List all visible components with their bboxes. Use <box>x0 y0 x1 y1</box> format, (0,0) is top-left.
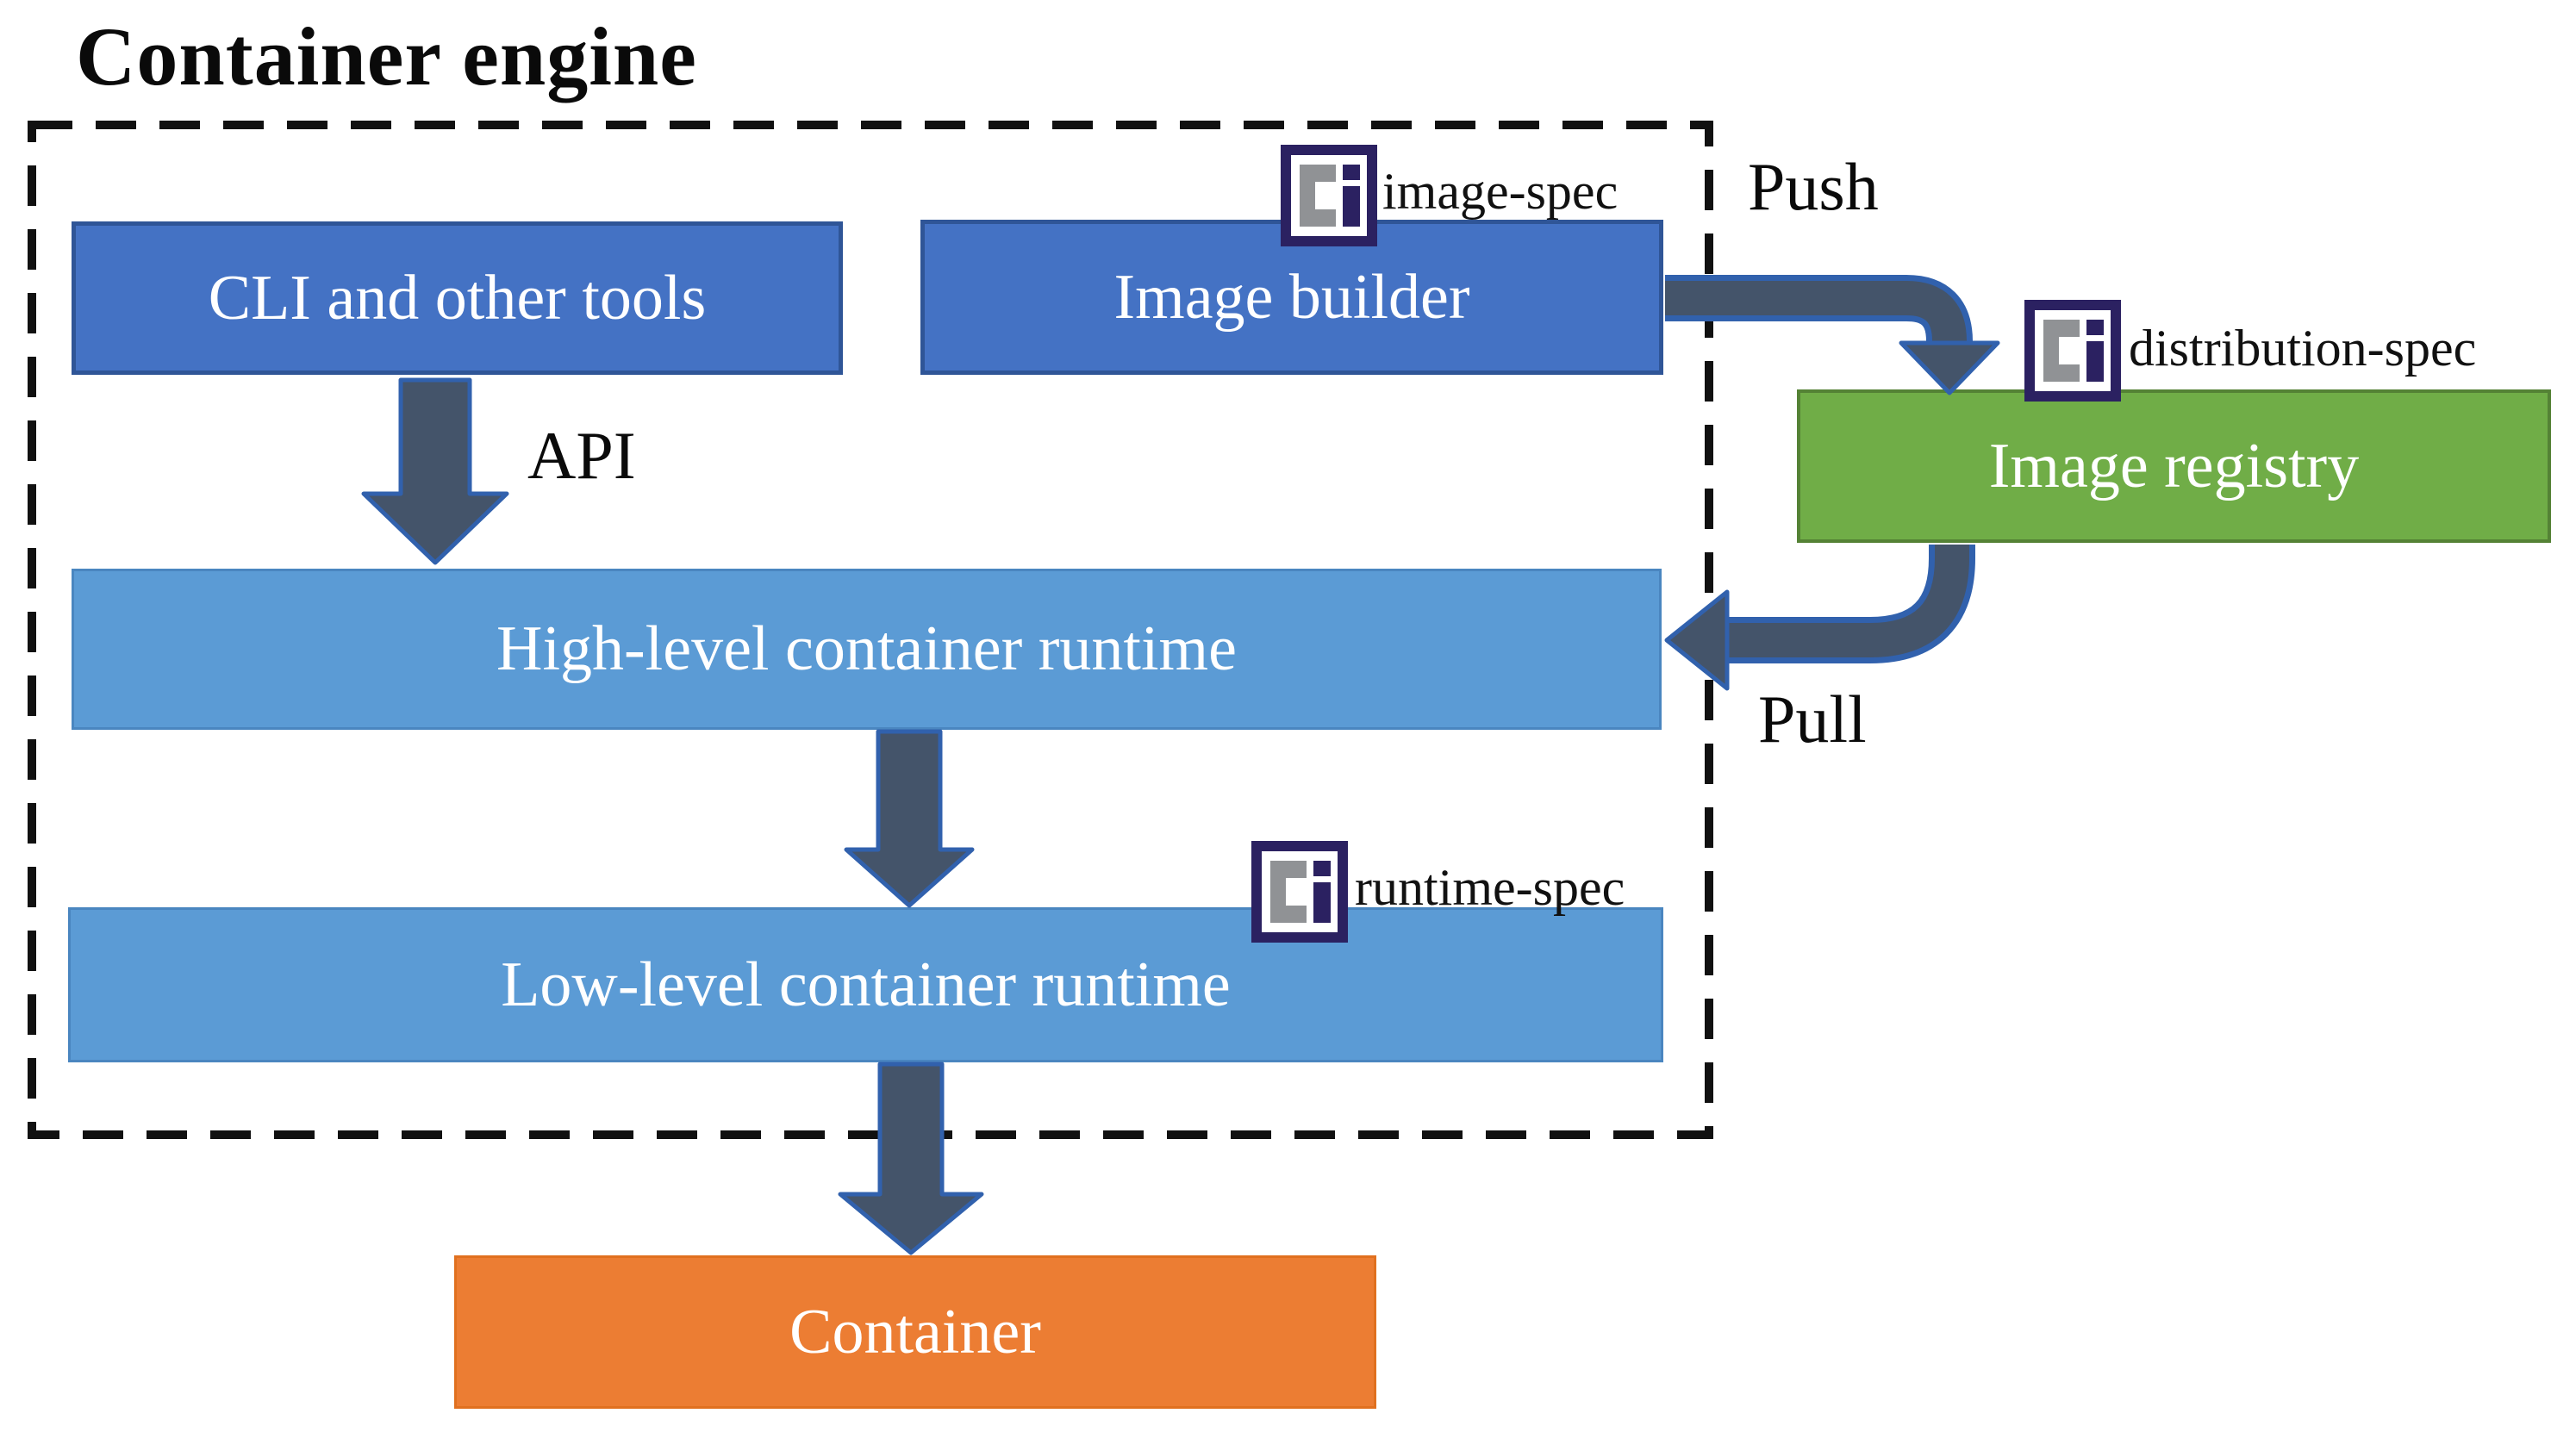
oci-letter-c <box>1300 165 1336 227</box>
diagram-title: Container engine <box>76 10 697 103</box>
runtime-to-container-arrow <box>838 1062 984 1255</box>
oci-letter-c <box>2043 320 2080 382</box>
oci-image-spec-icon <box>1281 145 1377 246</box>
api-label: API <box>527 418 636 493</box>
push-arrow-shaft <box>1665 281 1967 345</box>
container-box-label: Container <box>789 1296 1041 1367</box>
oci-letter-i-dot <box>1313 861 1331 876</box>
container-box: Container <box>454 1255 1376 1409</box>
oci-badge-face <box>2035 310 2111 391</box>
image-spec-label: image-spec <box>1382 163 1619 220</box>
high-to-low-runtime-arrow <box>844 729 975 908</box>
runtime-spec-label: runtime-spec <box>1355 859 1625 916</box>
push-label: Push <box>1748 149 1879 224</box>
oci-runtime-spec-icon <box>1251 841 1348 943</box>
image-registry-label: Image registry <box>1988 430 2360 501</box>
pull-label: Pull <box>1758 682 1867 756</box>
high-level-runtime-label: High-level container runtime <box>496 613 1237 684</box>
image-registry-box: Image registry <box>1797 389 2551 543</box>
cli-box-label: CLI and other tools <box>208 262 707 333</box>
cli-and-other-tools-box: CLI and other tools <box>72 221 843 375</box>
high-level-runtime-box: High-level container runtime <box>72 569 1662 730</box>
distribution-spec-label: distribution-spec <box>2129 320 2477 377</box>
image-builder-label: Image builder <box>1113 261 1470 333</box>
low-level-runtime-box: Low-level container runtime <box>68 907 1663 1062</box>
oci-letter-i-dot <box>2086 320 2104 335</box>
oci-letter-c <box>1270 861 1307 923</box>
oci-distribution-spec-icon <box>2024 300 2121 402</box>
oci-badge-face <box>1262 851 1338 932</box>
oci-badge-face <box>1291 155 1367 236</box>
api-arrow <box>361 377 509 565</box>
pull-arrow-shaft <box>1727 545 1969 657</box>
oci-letter-i-body <box>1343 186 1360 227</box>
oci-letter-i-body <box>1313 882 1331 923</box>
low-level-runtime-label: Low-level container runtime <box>501 949 1231 1020</box>
oci-letter-i-dot <box>1343 165 1360 180</box>
container-engine-dashed-boundary <box>28 121 1713 1139</box>
oci-letter-i-body <box>2086 341 2104 382</box>
pull-arrow-head <box>1664 589 1730 691</box>
push-arrow-head <box>1899 340 2000 395</box>
